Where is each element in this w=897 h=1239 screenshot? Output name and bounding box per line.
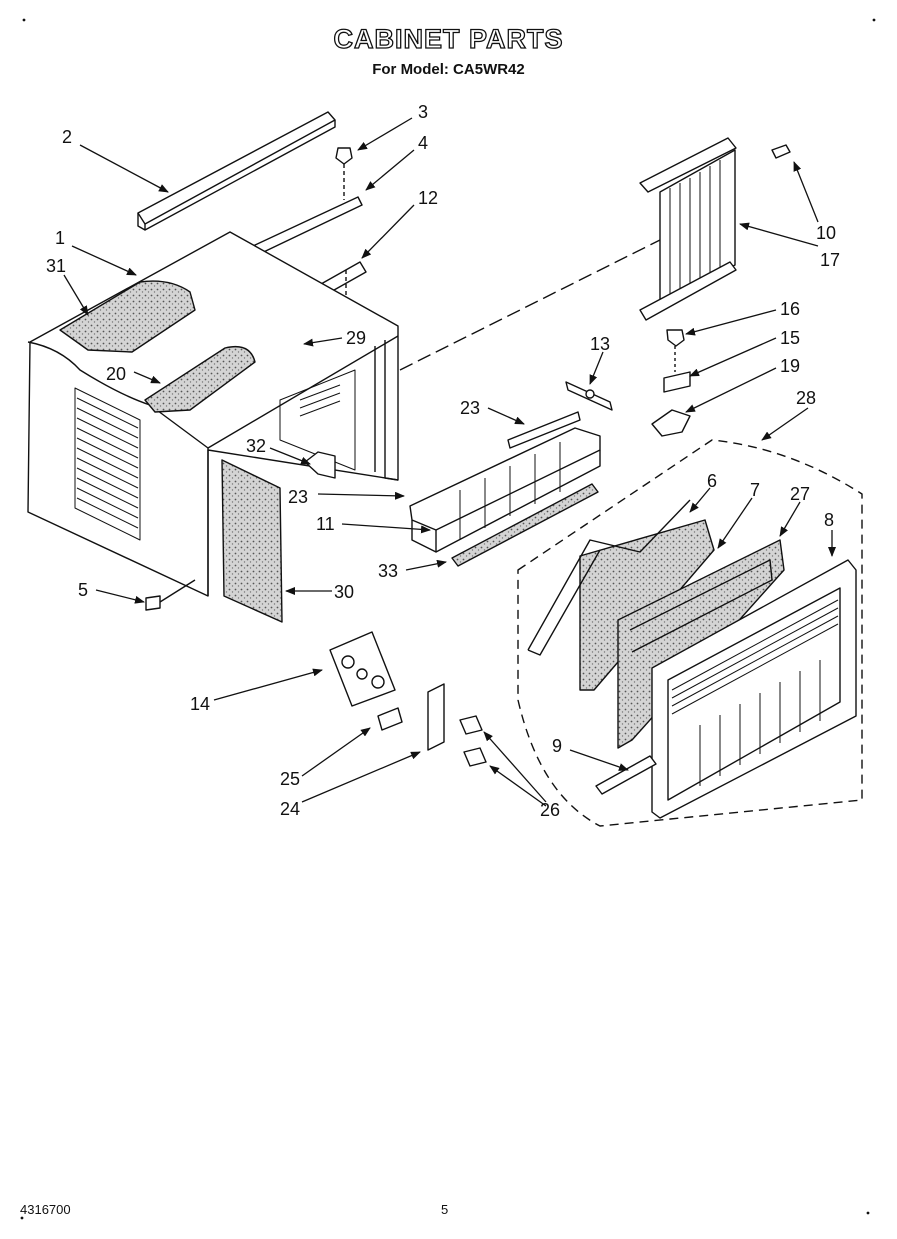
part-16-screw <box>666 329 685 372</box>
part-17-louver-assembly <box>639 137 791 321</box>
document-number: 4316700 <box>20 1202 71 1217</box>
callout-15: 15 <box>780 328 800 348</box>
callout-20: 20 <box>106 364 126 384</box>
part-33-gasket <box>451 483 599 567</box>
part-13-bracket <box>565 381 613 411</box>
part-9-rail <box>595 755 657 795</box>
part-8-front-grille <box>651 559 857 819</box>
callout-32: 32 <box>246 436 266 456</box>
part-11-frame <box>409 427 601 553</box>
callout-8: 8 <box>824 510 834 530</box>
callout-11: 11 <box>316 514 335 534</box>
callout-6: 6 <box>707 471 717 491</box>
part-26-fasteners <box>459 715 487 767</box>
callout-19: 19 <box>780 356 800 376</box>
callout-14: 14 <box>190 694 210 714</box>
part-5-screw <box>145 579 196 611</box>
leader-lines <box>63 117 836 807</box>
model-subtitle: For Model: CA5WR42 <box>372 61 525 78</box>
callout-13: 13 <box>590 334 610 354</box>
part-23-rail-upper <box>507 411 581 449</box>
part-19-clip <box>651 409 691 437</box>
callout-23-upper: 23 <box>460 398 480 418</box>
part-25-block <box>377 707 403 731</box>
callout-17: 17 <box>820 250 840 270</box>
page-number: 5 <box>441 1202 449 1217</box>
callout-27: 27 <box>790 484 810 504</box>
part-31-insulation <box>59 280 196 353</box>
part-2-top-rail <box>137 111 336 231</box>
part-24-plate <box>427 683 445 751</box>
part-20-insulation <box>144 345 256 413</box>
callout-31: 31 <box>46 256 66 276</box>
part-30-insulation-panel <box>221 459 283 623</box>
part-15-clip <box>663 371 691 393</box>
callout-26: 26 <box>540 800 560 820</box>
part-14-bracket <box>329 631 396 707</box>
callout-7: 7 <box>750 480 760 500</box>
callout-12: 12 <box>418 188 438 208</box>
registration-marks <box>20 18 876 1220</box>
callout-25: 25 <box>280 769 300 789</box>
callout-28: 28 <box>796 388 816 408</box>
callout-16: 16 <box>780 299 800 319</box>
callout-9: 9 <box>552 736 562 756</box>
callout-33: 33 <box>378 561 398 581</box>
callout-24: 24 <box>280 799 300 819</box>
callout-10: 10 <box>816 223 836 243</box>
part-3-screw <box>335 147 353 200</box>
callout-5: 5 <box>78 580 88 600</box>
page-title: CABINET PARTS <box>333 23 564 54</box>
callout-3: 3 <box>418 102 428 122</box>
callout-4: 4 <box>418 133 428 153</box>
part-32-bracket <box>304 451 336 479</box>
part-1-cabinet <box>27 231 399 597</box>
callout-23-lower: 23 <box>288 487 308 507</box>
callout-30: 30 <box>334 582 354 602</box>
callout-numbers: 2 3 4 12 1 31 29 20 10 17 16 15 19 13 23… <box>46 102 840 820</box>
callout-2: 2 <box>62 127 72 147</box>
callout-1: 1 <box>55 228 65 248</box>
part-28-assembly-boundary <box>517 439 863 827</box>
callout-29: 29 <box>346 328 366 348</box>
